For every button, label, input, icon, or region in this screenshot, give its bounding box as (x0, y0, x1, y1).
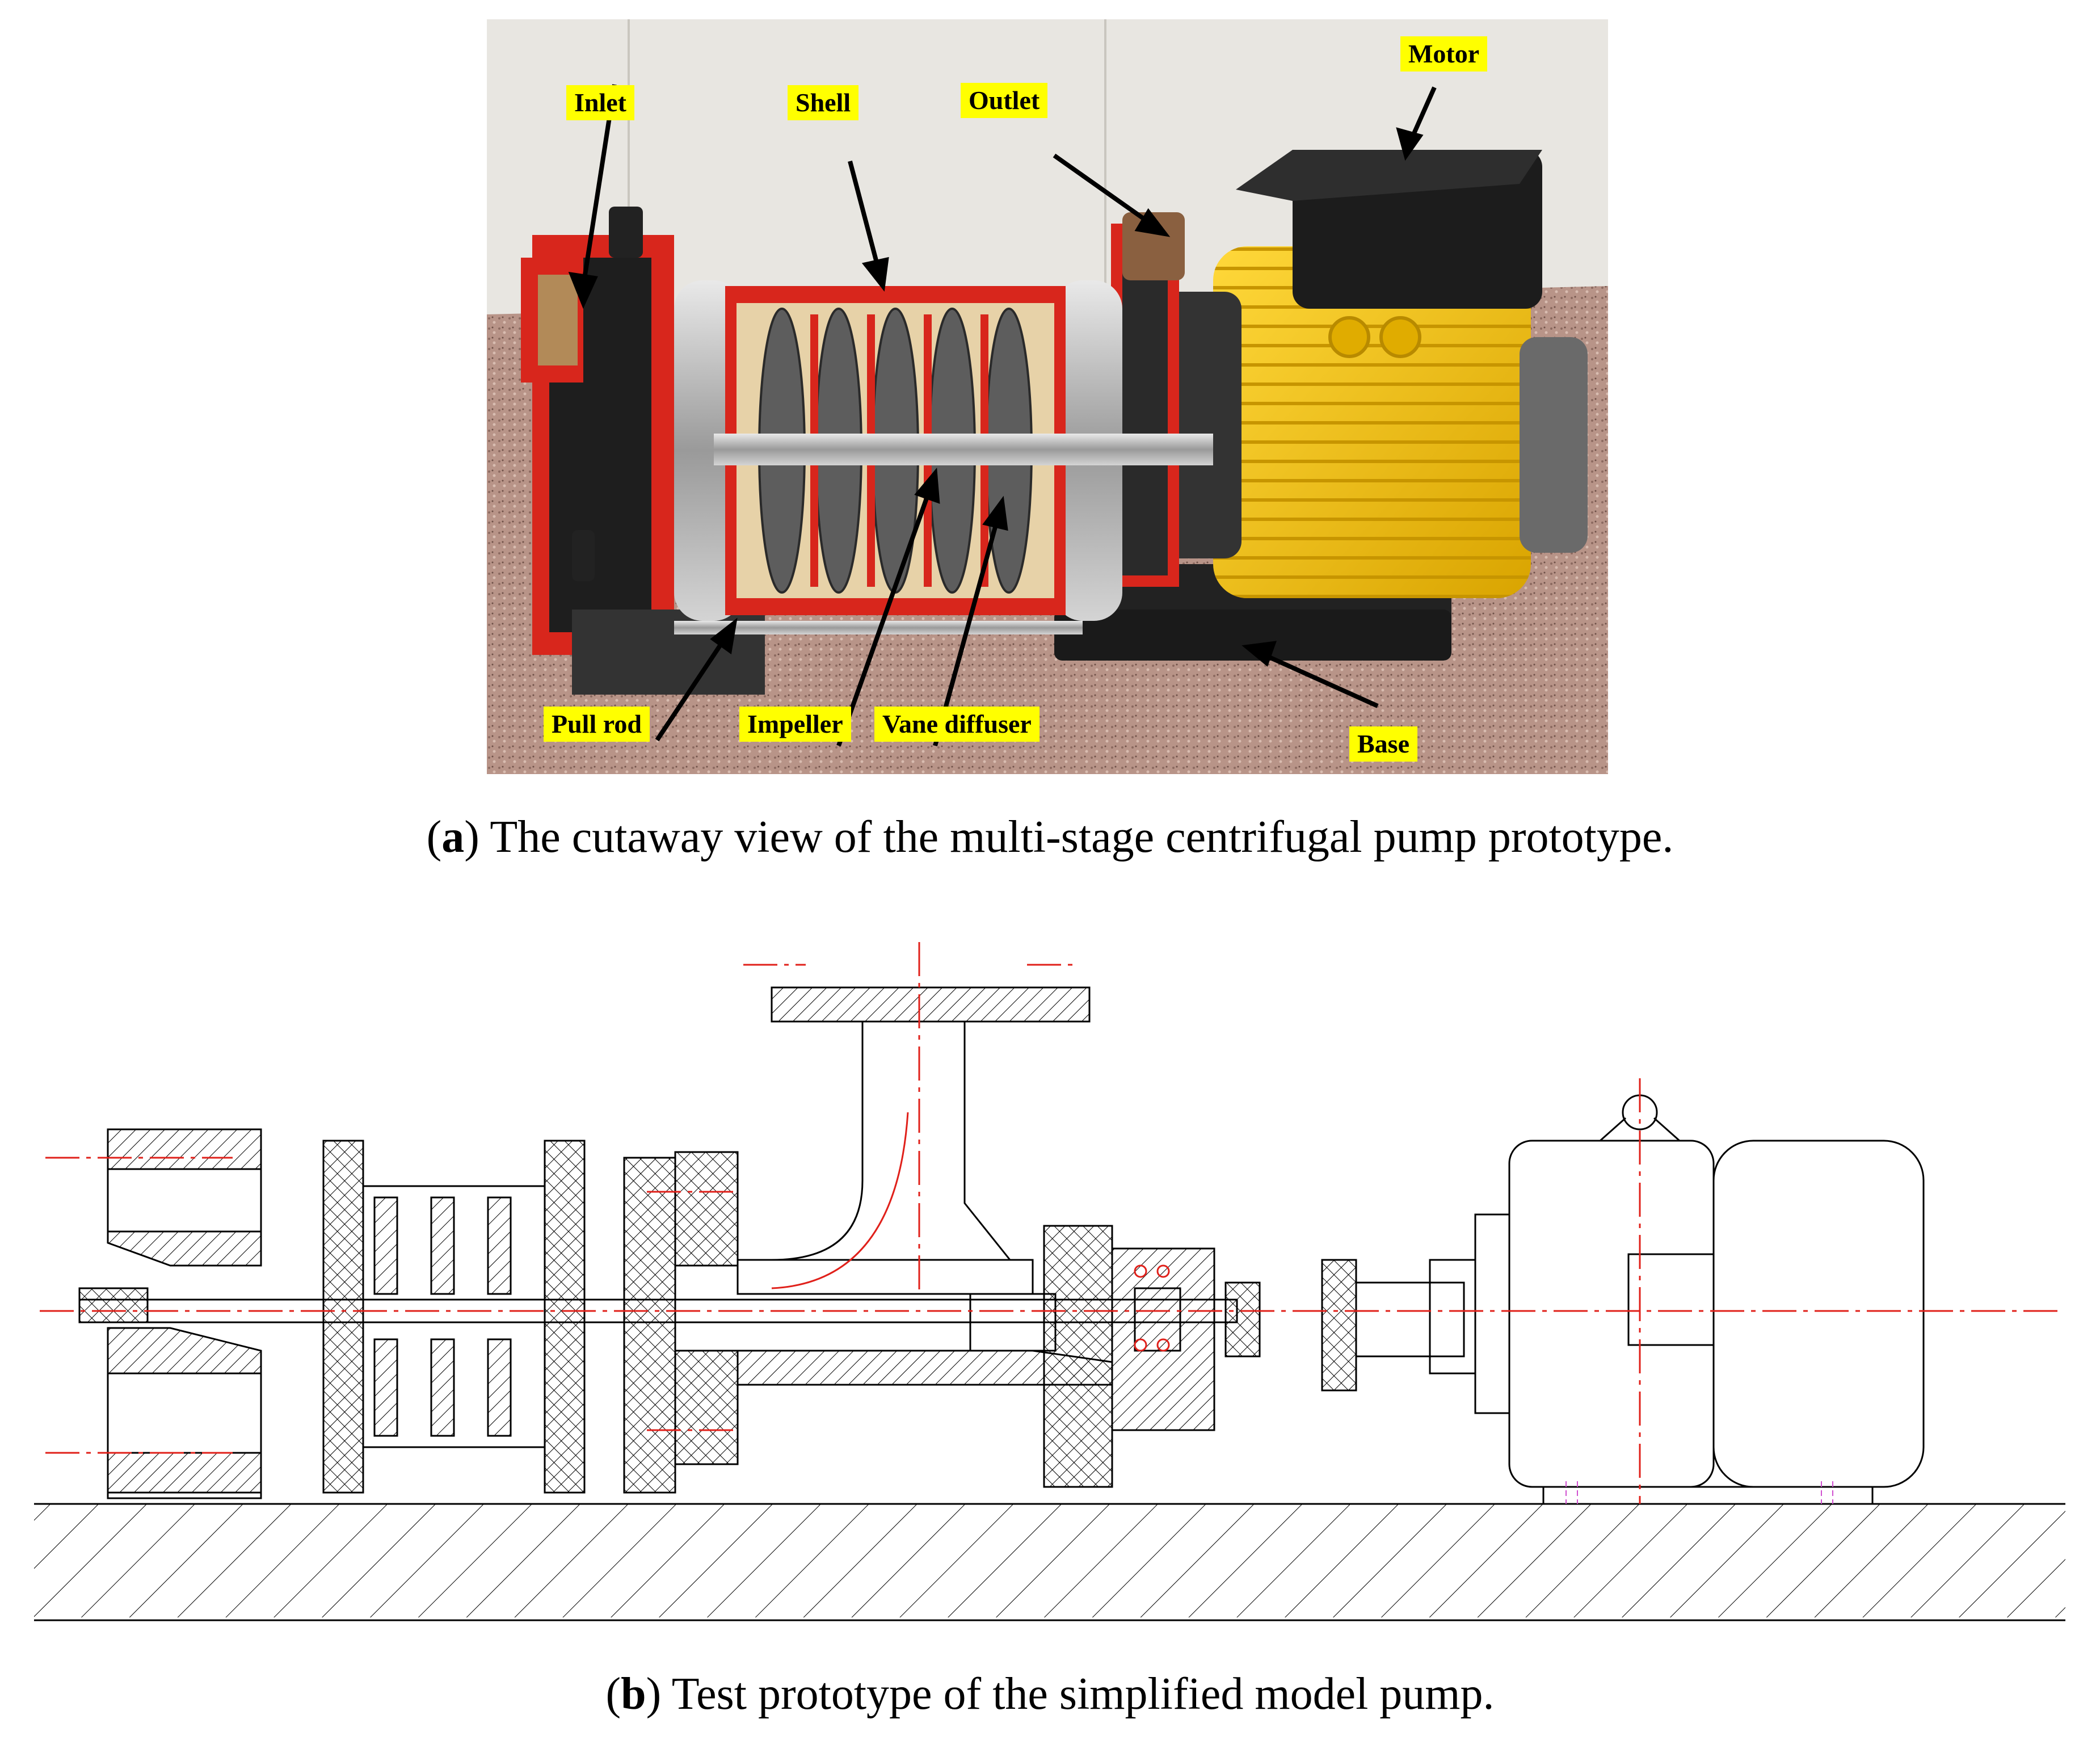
caption-a: (a) The cutaway view of the multi-stage … (426, 812, 1674, 862)
label-motor: Motor (1400, 36, 1488, 72)
label-shell: Shell (788, 85, 859, 120)
label-vane-diffuser: Vane diffuser (874, 707, 1040, 742)
section-drawing (34, 942, 2077, 1640)
cutaway-photo: Inlet Shell Outlet Motor Pull rod Impell… (487, 19, 1608, 774)
caption-a-letter: a (441, 812, 465, 862)
label-outlet: Outlet (961, 83, 1048, 118)
caption-a-text: The cutaway view of the multi-stage cent… (479, 812, 1674, 862)
caption-b: (b) Test prototype of the simplified mod… (605, 1669, 1495, 1719)
label-impeller: Impeller (739, 707, 851, 742)
label-base: Base (1349, 726, 1417, 762)
label-pull-rod: Pull rod (544, 707, 650, 742)
caption-b-text: Test prototype of the simplified model p… (661, 1669, 1495, 1719)
caption-b-letter: b (621, 1669, 646, 1719)
label-inlet: Inlet (566, 85, 634, 120)
